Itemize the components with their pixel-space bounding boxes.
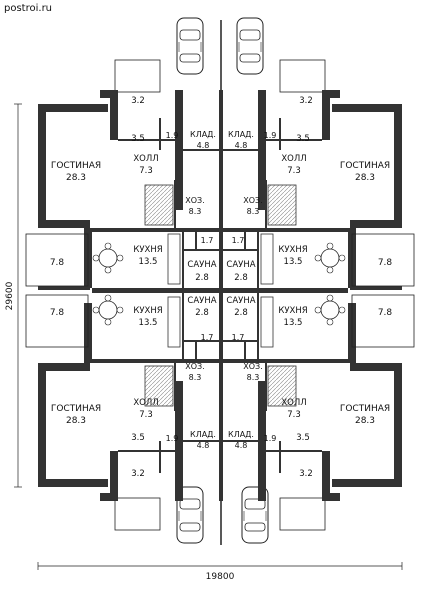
room-label-kitchen: КУХНЯ (133, 306, 162, 316)
room-label-utility: ХОЗ. (185, 362, 204, 371)
room-label-utility: ХОЗ. (243, 196, 262, 205)
room-area-living: 28.3 (355, 416, 375, 426)
room-area-storage: 4.8 (197, 141, 210, 150)
room-label-storage: КЛАД. (228, 130, 254, 139)
room-label-hall: ХОЛЛ (281, 154, 306, 164)
room-label-living: ГОСТИНАЯ (340, 161, 390, 171)
room-area-storage: 4.8 (235, 441, 248, 450)
dimension-lines (14, 103, 403, 570)
room-area-wc: 1.9 (264, 131, 277, 140)
staircase (144, 184, 297, 407)
room-area-hall: 7.3 (287, 410, 301, 420)
kitchen-counter (167, 233, 274, 348)
room-area-living: 28.3 (66, 416, 86, 426)
room-area-porch: 3.2 (131, 469, 145, 479)
room-area-kitchen: 13.5 (284, 257, 303, 267)
room-label-kitchen: КУХНЯ (278, 245, 307, 255)
room-area-terrace: 7.8 (50, 308, 65, 318)
terrace (25, 233, 415, 348)
room-area-vestibule: 3.5 (131, 134, 145, 144)
dining-table-icon (92, 242, 124, 274)
room-label-sauna: САУНА (187, 296, 216, 306)
room-area-hall: 7.3 (139, 410, 153, 420)
room-label-hall: ХОЛЛ (133, 154, 158, 164)
room-area-storage: 4.8 (235, 141, 248, 150)
room-label-living: ГОСТИНАЯ (51, 404, 101, 414)
room-area-utility: 8.3 (247, 373, 260, 382)
room-area-utility: 8.3 (189, 207, 202, 216)
dining-table-icon (92, 294, 124, 326)
car-icon (236, 17, 264, 75)
room-area-kitchen: 13.5 (284, 318, 303, 328)
room-label-storage: КЛАД. (190, 430, 216, 439)
room-area-vestibule: 3.5 (296, 433, 310, 443)
room-area-sauna: 2.8 (195, 308, 209, 318)
room-area-vestibule: 3.5 (296, 134, 310, 144)
room-label-utility: ХОЗ. (243, 362, 262, 371)
dimension-width: 19800 (206, 572, 235, 582)
room-area-wc: 1.9 (264, 434, 277, 443)
porch (114, 59, 326, 531)
dining-table-icon (314, 242, 346, 274)
room-label-kitchen: КУХНЯ (133, 245, 162, 255)
exterior-walls (38, 90, 402, 501)
room-area-shower: 1.7 (201, 333, 214, 342)
room-area-terrace: 7.8 (50, 258, 65, 268)
room-area-shower: 1.7 (232, 333, 245, 342)
room-label-living: ГОСТИНАЯ (51, 161, 101, 171)
room-area-porch: 3.2 (299, 96, 313, 106)
room-label-hall: ХОЛЛ (281, 398, 306, 408)
dining-table-icon (314, 294, 346, 326)
interior-partitions (118, 118, 322, 473)
room-area-porch: 3.2 (299, 469, 313, 479)
room-label-storage: КЛАД. (190, 130, 216, 139)
room-label-sauna: САУНА (226, 296, 255, 306)
room-area-shower: 1.7 (201, 236, 214, 245)
room-area-storage: 4.8 (197, 441, 210, 450)
room-area-living: 28.3 (66, 173, 86, 183)
room-label-kitchen: КУХНЯ (278, 306, 307, 316)
watermark: postroi.ru (4, 3, 52, 14)
dimension-height: 29600 (5, 281, 15, 310)
room-label-sauna: САУНА (226, 260, 255, 270)
room-area-hall: 7.3 (139, 166, 153, 176)
room-label-sauna: САУНА (187, 260, 216, 270)
room-area-utility: 8.3 (247, 207, 260, 216)
room-area-sauna: 2.8 (234, 308, 248, 318)
room-area-utility: 8.3 (189, 373, 202, 382)
room-area-hall: 7.3 (287, 166, 301, 176)
room-area-sauna: 2.8 (195, 273, 209, 283)
room-area-living: 28.3 (355, 173, 375, 183)
room-area-sauna: 2.8 (234, 273, 248, 283)
room-area-wc: 1.9 (166, 434, 179, 443)
room-area-terrace: 7.8 (378, 308, 393, 318)
room-label-living: ГОСТИНАЯ (340, 404, 390, 414)
room-area-wc: 1.9 (166, 131, 179, 140)
room-area-shower: 1.7 (232, 236, 245, 245)
room-label-storage: КЛАД. (228, 430, 254, 439)
car-icon (176, 17, 204, 75)
room-area-kitchen: 13.5 (139, 318, 158, 328)
room-area-kitchen: 13.5 (139, 257, 158, 267)
room-label-hall: ХОЛЛ (133, 398, 158, 408)
room-area-terrace: 7.8 (378, 258, 393, 268)
room-area-porch: 3.2 (131, 96, 145, 106)
room-label-utility: ХОЗ. (185, 196, 204, 205)
room-area-vestibule: 3.5 (131, 433, 145, 443)
